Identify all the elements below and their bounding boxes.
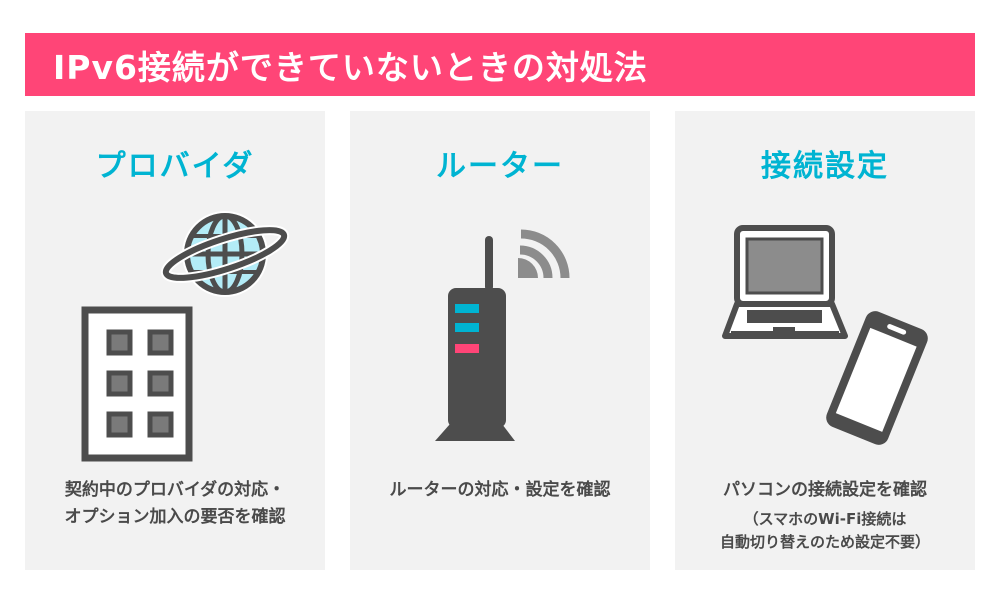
description-line: オプション加入の要否を確認 (64, 507, 286, 527)
laptop-and-smartphone-icon (675, 206, 975, 466)
panel-heading: ルーター (436, 149, 564, 184)
panel-description: パソコンの接続設定を確認 (675, 477, 975, 504)
title-banner: IPv6接続ができていないときの対処法 (25, 33, 975, 96)
description-line: ルーターの対応・設定を確認 (389, 480, 611, 500)
panel-connection-settings: 接続設定 パソコンの接続設定を確認 （スマホのWi-Fi接続は 自動切り替えのた (675, 111, 975, 570)
panel-heading: 接続設定 (761, 149, 889, 184)
panel-description: ルーターの対応・設定を確認 (350, 477, 650, 504)
description-line: 契約中のプロバイダの対応・ (64, 480, 286, 500)
panel-router: ルーター ルーターの対応・設定を確認 (350, 111, 650, 570)
note-line: （スマホのWi-Fi接続は (743, 510, 907, 528)
note-line: 自動切り替えのため設定不要） (719, 533, 930, 551)
page-title: IPv6接続ができていないときの対処法 (53, 47, 648, 87)
panel-description: 契約中のプロバイダの対応・ オプション加入の要否を確認 (25, 477, 325, 531)
building-and-globe-icon (25, 206, 325, 466)
panel-note: （スマホのWi-Fi接続は 自動切り替えのため設定不要） (675, 508, 975, 554)
wifi-router-icon (350, 206, 650, 466)
panel-provider: プロバイダ 契約中のプロバイダの対応・ (25, 111, 325, 570)
description-line: パソコンの接続設定を確認 (723, 480, 927, 500)
panel-heading: プロバイダ (95, 149, 255, 184)
